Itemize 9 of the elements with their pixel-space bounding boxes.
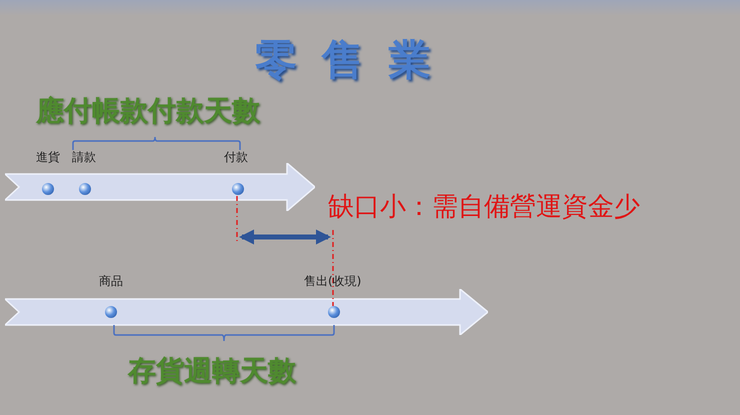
timeline-label: 請款 <box>72 150 96 164</box>
annotation-text: 缺口小：需自備營運資金少 <box>328 191 640 224</box>
timeline-label: 付款 <box>224 150 248 164</box>
annotation-text: 應付帳款付款天數 <box>36 93 260 129</box>
annotation-text: 存貨週轉天數 <box>128 353 296 389</box>
title: 零 售 業 <box>255 34 436 86</box>
timeline-label: 售出(收現) <box>304 274 362 288</box>
timeline-label: 進貨 <box>36 150 60 164</box>
timeline-label: 商品 <box>99 274 123 288</box>
